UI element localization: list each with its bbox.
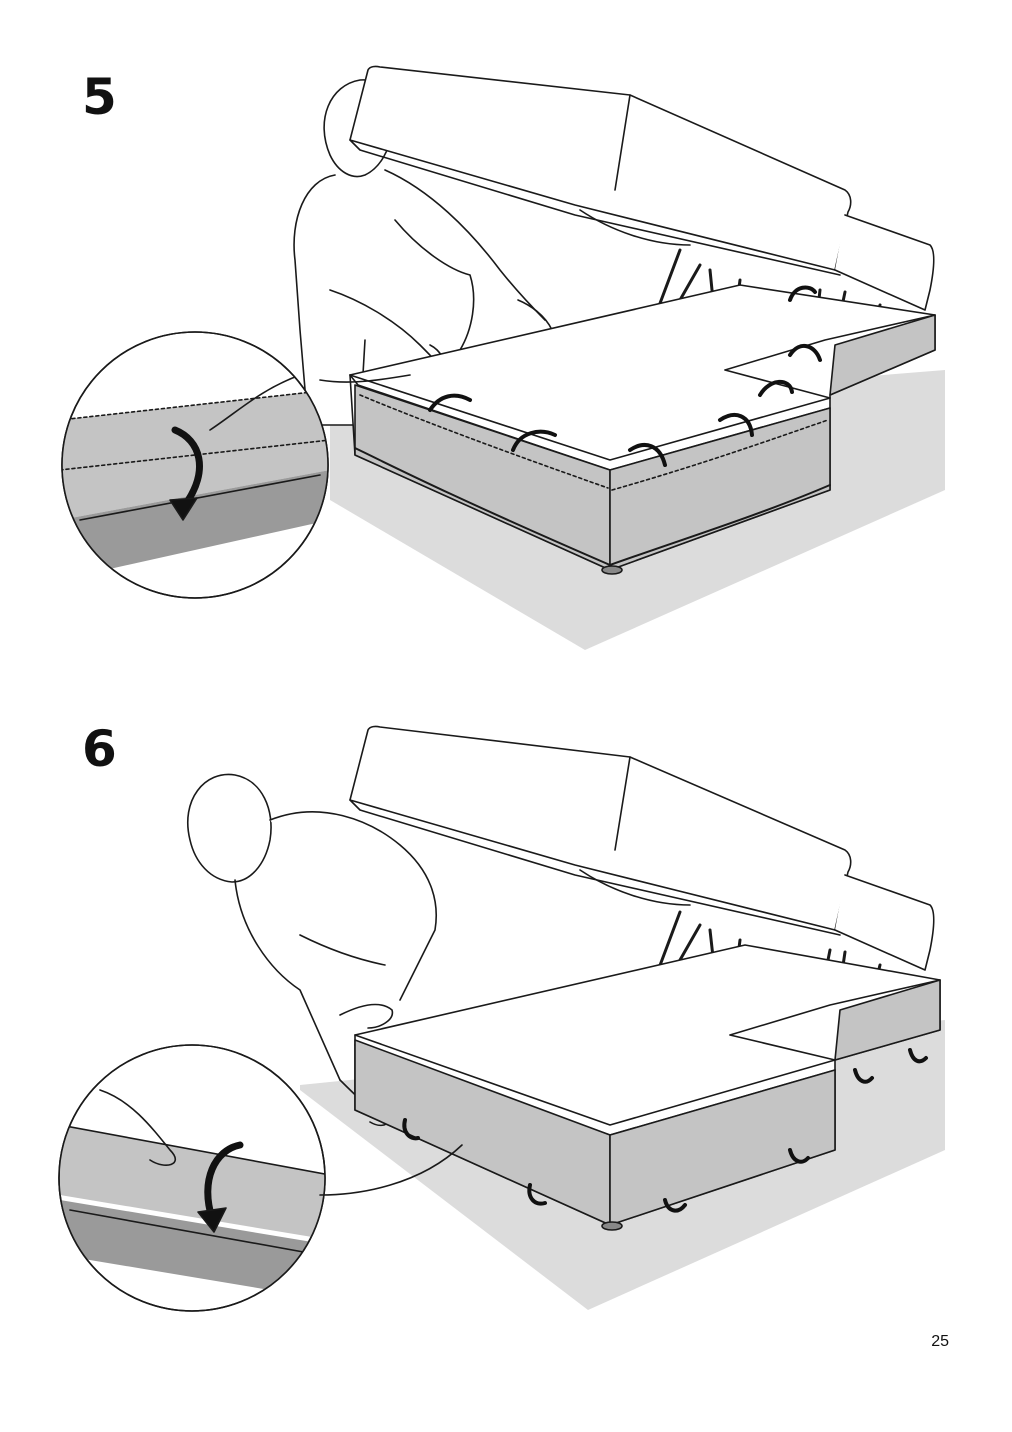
step-6-illustration — [58, 725, 945, 1312]
step-number: 5 — [82, 68, 117, 126]
step-number: 6 — [82, 720, 117, 778]
person-figure — [187, 773, 438, 1127]
detail-magnifier — [61, 331, 411, 599]
fold-arrows — [402, 1048, 928, 1213]
seat-cushion — [349, 65, 935, 311]
fold-arrows — [428, 285, 822, 467]
detail-magnifier — [58, 1044, 463, 1312]
page-number: 25 — [931, 1333, 949, 1350]
step-5-illustration — [61, 65, 945, 650]
seat-cushion — [349, 725, 935, 971]
